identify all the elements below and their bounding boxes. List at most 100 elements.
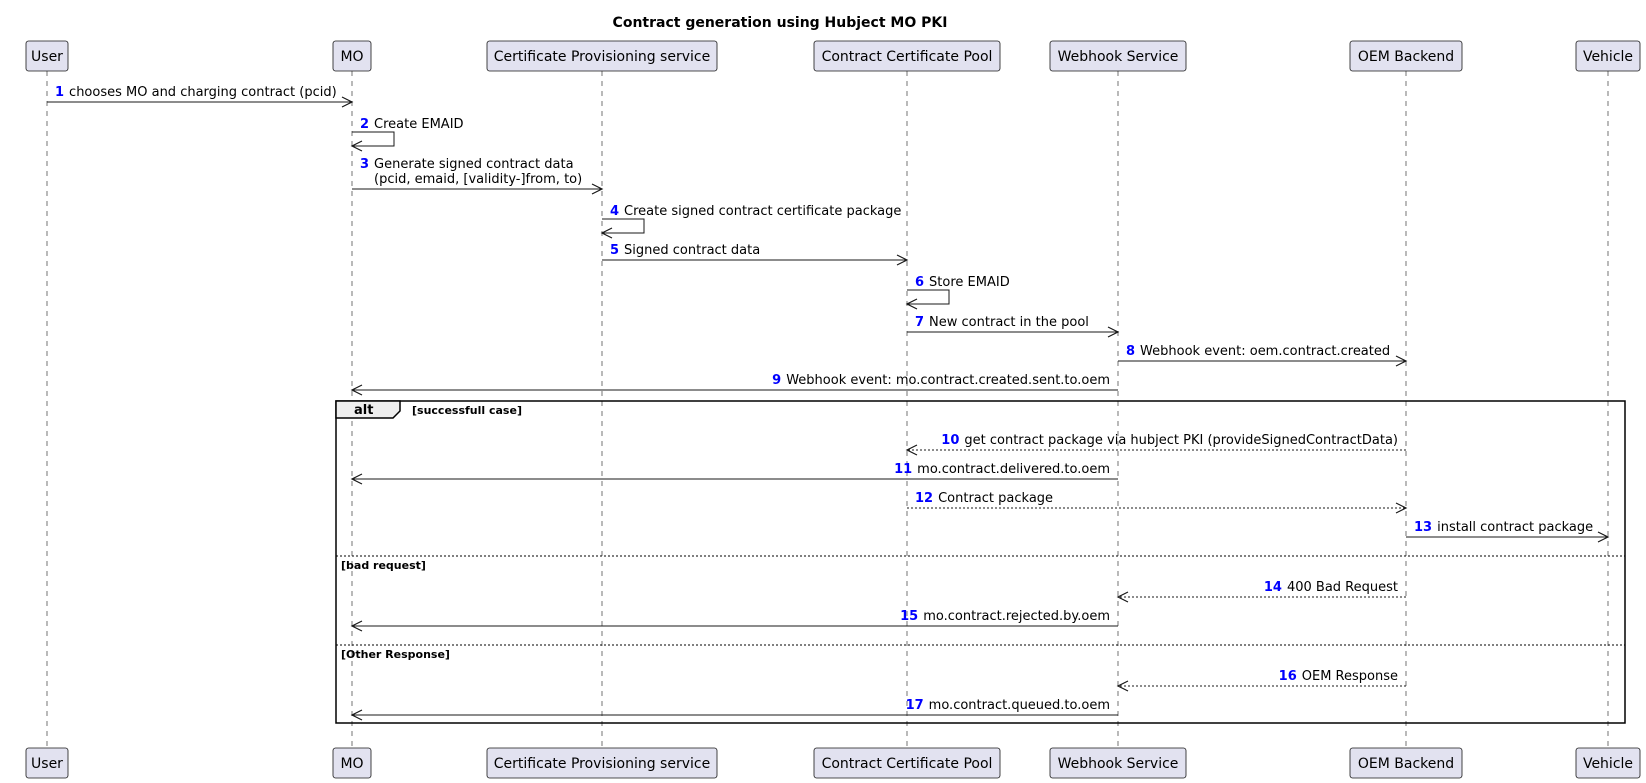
message-number: 5 — [610, 243, 619, 258]
fragment-guard: [Other Response] — [341, 648, 450, 661]
message-label: Store EMAID — [929, 275, 1010, 290]
message-label: install contract package — [1437, 520, 1593, 535]
participant-mo-top: MO — [332, 40, 372, 72]
message-10: get contract package via hubject PKI (pr… — [905, 433, 1406, 456]
arrowhead — [1107, 326, 1120, 338]
participants-bottom: User MO Certificate Provisioning service Co… — [25, 747, 1641, 779]
participant-mo-bottom: MO — [332, 747, 372, 779]
participant-vehicle-top: Vehicle — [1575, 40, 1641, 72]
participant-box — [1575, 747, 1641, 779]
message-label: Create EMAID — [374, 117, 464, 132]
participant-ccp-top: Contract Certificate Pool — [813, 40, 1001, 72]
message-12: 12 Contract package — [907, 491, 1408, 514]
participant-cps-bottom: Certificate Provisioning service — [486, 747, 718, 779]
message-4: 4 Create signed contract certificate pack… — [600, 204, 901, 239]
message-number: 2 — [360, 117, 369, 132]
message-label: chooses MO and charging contract (pcid) — [69, 85, 337, 100]
participant-label: OEM Backend — [1358, 49, 1454, 65]
message-line — [907, 289, 950, 305]
participant-box — [25, 40, 69, 72]
participant-box — [332, 40, 372, 72]
arrowhead — [350, 140, 363, 152]
participant-box — [25, 747, 69, 779]
arrowhead — [591, 183, 604, 195]
participant-label: Vehicle — [1583, 756, 1633, 772]
arrowhead — [1597, 531, 1610, 543]
participant-ccp-bottom: Contract Certificate Pool — [813, 747, 1001, 779]
arrowhead — [1395, 355, 1408, 367]
message-label: mo.contract.rejected.by.oem — [923, 609, 1110, 624]
message-13: 13 install contract package — [1406, 520, 1610, 543]
participant-label: MO — [340, 756, 363, 772]
arrowhead — [341, 96, 354, 108]
message-1: 1 chooses MO and charging contract (pcid) — [47, 85, 354, 108]
participant-oem-bottom: OEM Backend — [1349, 747, 1463, 779]
arrowhead — [896, 254, 909, 266]
participant-label: Webhook Service — [1058, 49, 1179, 65]
participant-label: User — [31, 49, 63, 65]
arrowhead — [350, 709, 363, 721]
participant-box — [813, 40, 1001, 72]
message-14: 400 Bad Request 14 — [1116, 580, 1406, 603]
message-number: 4 — [610, 204, 619, 219]
message-label: 400 Bad Request — [1287, 580, 1398, 595]
message-label: Signed contract data — [624, 243, 760, 258]
fragment-guard: [successfull case] — [412, 404, 522, 417]
participant-cps-top: Certificate Provisioning service — [486, 40, 718, 72]
message-number: 13 — [1414, 520, 1432, 535]
message-number: 9 — [772, 373, 781, 388]
participant-box — [332, 747, 372, 779]
fragment-guard: [bad request] — [341, 559, 426, 572]
fragment-operator: alt — [354, 403, 373, 418]
arrowhead — [905, 444, 918, 456]
message-number: 10 — [941, 433, 959, 448]
message-9: Webhook event: mo.contract.created.sent.… — [350, 373, 1118, 396]
message-label: Contract package — [938, 491, 1053, 506]
message-5: 5 Signed contract data — [602, 243, 909, 266]
arrowhead — [350, 620, 363, 632]
participant-user-bottom: User — [25, 747, 69, 779]
arrowhead — [1116, 680, 1129, 692]
message-label: Webhook event: mo.contract.created.sent.… — [786, 373, 1110, 388]
message-number: 16 — [1279, 669, 1297, 684]
fragment-frame — [335, 400, 1626, 724]
arrowhead — [1116, 591, 1129, 603]
message-label: OEM Response — [1302, 669, 1398, 684]
participant-box — [813, 747, 1001, 779]
fragment-tab — [335, 400, 401, 419]
message-number: 17 — [906, 698, 924, 713]
message-16: OEM Response 16 — [1116, 669, 1406, 692]
message-label: (pcid, emaid, [validity-]from, to) — [374, 172, 582, 187]
message-6: 6 Store EMAID — [905, 275, 1010, 310]
participant-oem-top: OEM Backend — [1349, 40, 1463, 72]
arrowhead — [600, 227, 613, 239]
message-number: 1 — [55, 85, 64, 100]
participant-label: Contract Certificate Pool — [822, 49, 993, 65]
arrowhead — [350, 473, 363, 485]
message-label: New contract in the pool — [929, 315, 1089, 330]
arrowhead — [350, 384, 363, 396]
participant-box — [1575, 40, 1641, 72]
message-number: 12 — [915, 491, 933, 506]
participant-label: Certificate Provisioning service — [494, 756, 710, 772]
message-number: 15 — [900, 609, 918, 624]
participant-vehicle-bottom: Vehicle — [1575, 747, 1641, 779]
message-number: 6 — [915, 275, 924, 290]
participant-label: OEM Backend — [1358, 756, 1454, 772]
message-label: Create signed contract certificate packa… — [624, 204, 901, 219]
message-15: mo.contract.rejected.by.oem 15 — [350, 609, 1118, 632]
arrowhead — [905, 298, 918, 310]
message-line — [352, 131, 395, 147]
participant-webhook-bottom: Webhook Service — [1049, 747, 1187, 779]
alt-fragment: alt [successfull case] [bad request] [Other… — [335, 400, 1626, 724]
participant-box — [1049, 40, 1187, 72]
participant-label: Webhook Service — [1058, 756, 1179, 772]
message-number: 14 — [1264, 580, 1282, 595]
message-label: mo.contract.delivered.to.oem — [917, 462, 1110, 477]
